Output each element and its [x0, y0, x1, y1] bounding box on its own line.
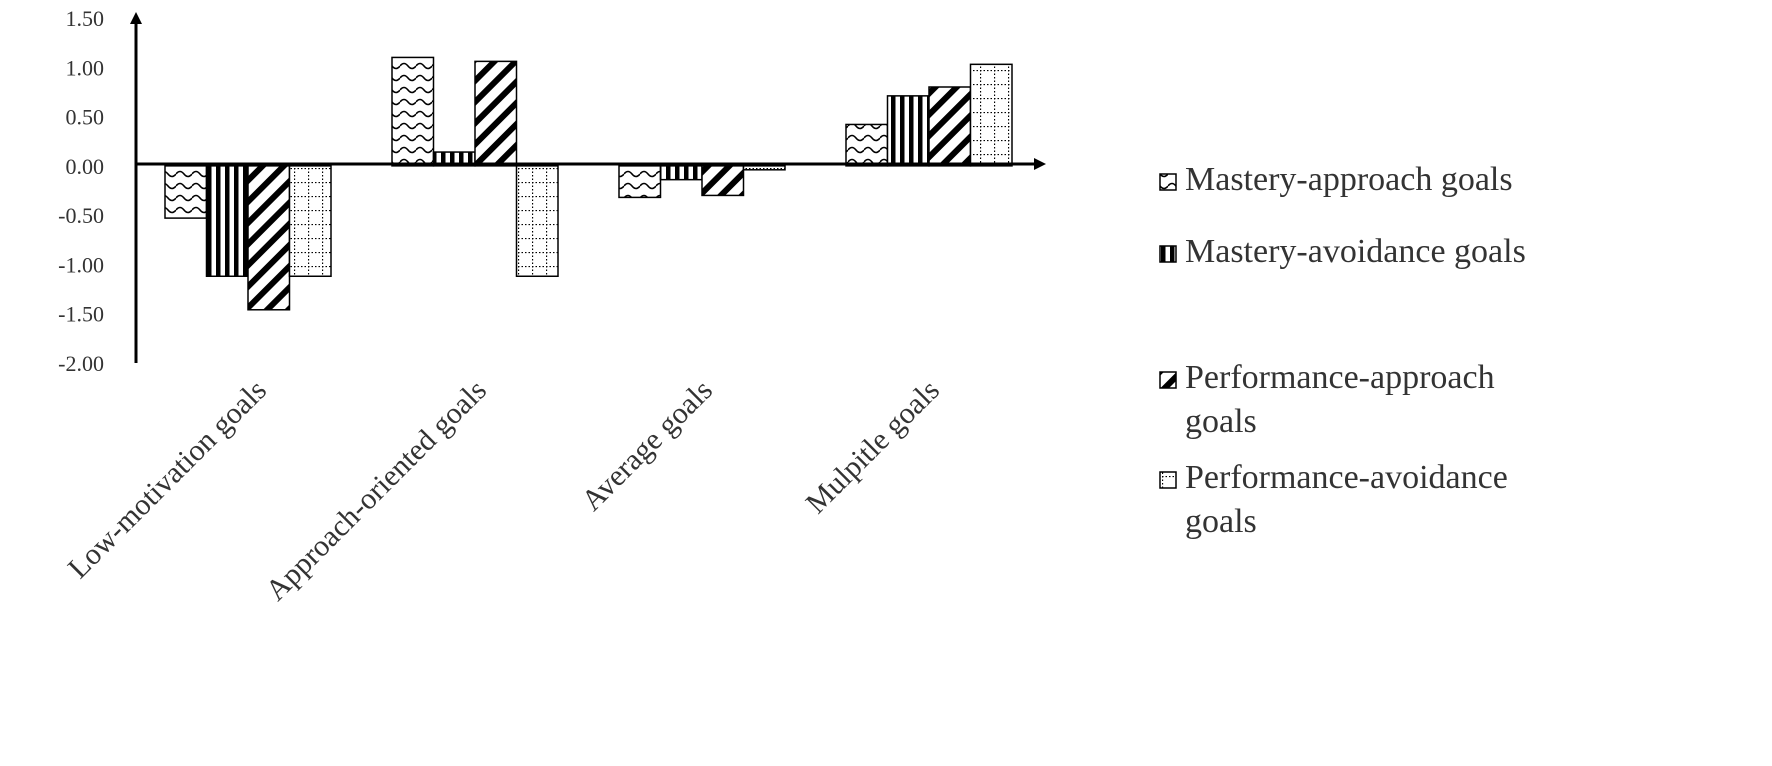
bar-mastery-approach-goals: [618, 165, 662, 199]
bar-mastery-approach-goals: [845, 123, 889, 167]
bar-performance-approach-goals: [247, 165, 291, 311]
bar-mastery-approach-goals: [391, 56, 435, 167]
y-tick-label: 1.50: [66, 6, 105, 31]
y-tick-label: 0.00: [66, 154, 105, 179]
y-tick-label: -1.00: [58, 252, 104, 277]
legend-swatch: [1159, 371, 1177, 389]
y-tick-label: -2.00: [58, 351, 104, 376]
bar-mastery-avoidance-goals: [886, 95, 930, 167]
legend-swatch: [1159, 173, 1177, 191]
bar-mastery-avoidance-goals: [205, 165, 249, 278]
legend-swatch: [1159, 245, 1177, 263]
y-axis-tick-labels: 1.50 1.00 0.50 0.00 -0.50 -1.00 -1.50 -2.00: [58, 6, 104, 376]
bar-performance-approach-goals: [928, 86, 972, 167]
category-label: Approach-oriented goals: [259, 374, 493, 608]
y-tick-label: -0.50: [58, 203, 104, 228]
y-tick-label: 1.00: [66, 55, 105, 80]
bar-performance-avoidance-goals: [969, 63, 1013, 167]
legend: Mastery-approach goalsMastery-avoidance …: [1159, 161, 1526, 540]
category-label: Mulpitle goals: [799, 374, 945, 520]
legend-label: Mastery-approach goals: [1185, 161, 1513, 198]
category-label: Average goals: [575, 374, 719, 518]
bar-mastery-avoidance-goals: [659, 165, 703, 181]
bar-performance-avoidance-goals: [742, 165, 786, 171]
category-label: Low-motivation goals: [62, 374, 273, 585]
y-tick-label: 0.50: [66, 105, 105, 130]
bars-layer: [164, 56, 1013, 311]
legend-swatch: [1159, 471, 1177, 489]
bar-performance-avoidance-goals: [288, 165, 332, 278]
bar-performance-approach-goals: [701, 165, 745, 197]
bar-performance-approach-goals: [474, 60, 518, 167]
legend-label: Mastery-avoidance goals: [1185, 233, 1526, 270]
bar-performance-avoidance-goals: [515, 165, 559, 278]
bar-mastery-approach-goals: [164, 165, 208, 219]
y-tick-label: -1.50: [58, 302, 104, 327]
